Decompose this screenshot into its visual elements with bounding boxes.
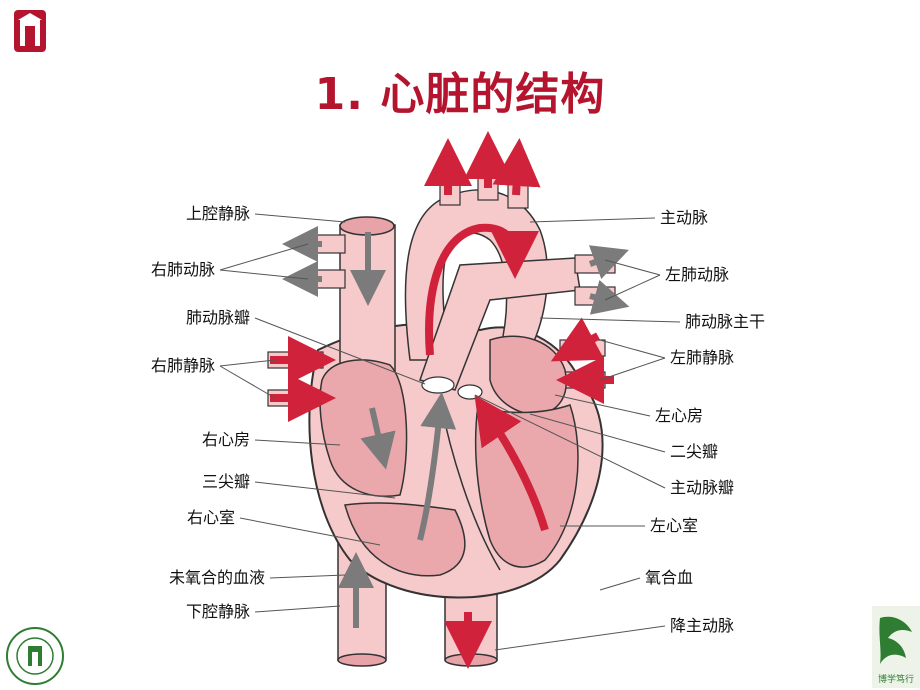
label-tricuspid-valve: 三尖瓣 — [201, 472, 250, 491]
label-superior-vena-cava: 上腔静脉 — [185, 204, 250, 223]
label-right-pulmonary-veins: 右肺静脉 — [150, 356, 215, 375]
label-aorta: 主动脉 — [660, 208, 709, 227]
label-pulmonary-trunk: 肺动脉主干 — [685, 312, 766, 331]
label-mitral-valve: 二尖瓣 — [670, 442, 719, 461]
label-pulmonary-valve: 肺动脉瓣 — [185, 308, 250, 327]
label-aortic-valve: 主动脉瓣 — [670, 478, 735, 497]
oxygenated-flow-arrows — [270, 131, 614, 669]
label-descending-aorta: 降主动脉 — [670, 616, 735, 635]
right-ventricle — [344, 502, 466, 577]
label-deoxygenated-blood: 未氧合的血液 — [168, 568, 265, 587]
label-oxygenated-blood: 氧合血 — [645, 568, 694, 587]
label-inferior-vena-cava: 下腔静脉 — [185, 602, 250, 621]
pulmonary-valve — [421, 376, 455, 394]
label-right-pulmonary-artery: 右肺动脉 — [150, 260, 215, 279]
motto-logo-icon: 博学笃行 — [872, 606, 920, 688]
label-left-atrium: 左心房 — [655, 406, 704, 425]
label-left-ventricle: 左心室 — [650, 516, 699, 535]
label-right-atrium: 右心房 — [201, 430, 250, 449]
label-left-pulmonary-veins: 左肺静脉 — [670, 348, 735, 367]
university-seal-logo-icon — [6, 627, 64, 685]
slide-title: 1. 心脏的结构 — [314, 69, 606, 120]
label-left-pulmonary-artery: 左肺动脉 — [665, 265, 730, 284]
label-right-ventricle: 右心室 — [186, 508, 235, 527]
motto-text: 博学笃行 — [878, 673, 914, 685]
university-gate-logo-icon — [14, 10, 46, 52]
leader-lines — [219, 213, 681, 651]
deoxygenated-flow-arrows — [282, 226, 630, 628]
